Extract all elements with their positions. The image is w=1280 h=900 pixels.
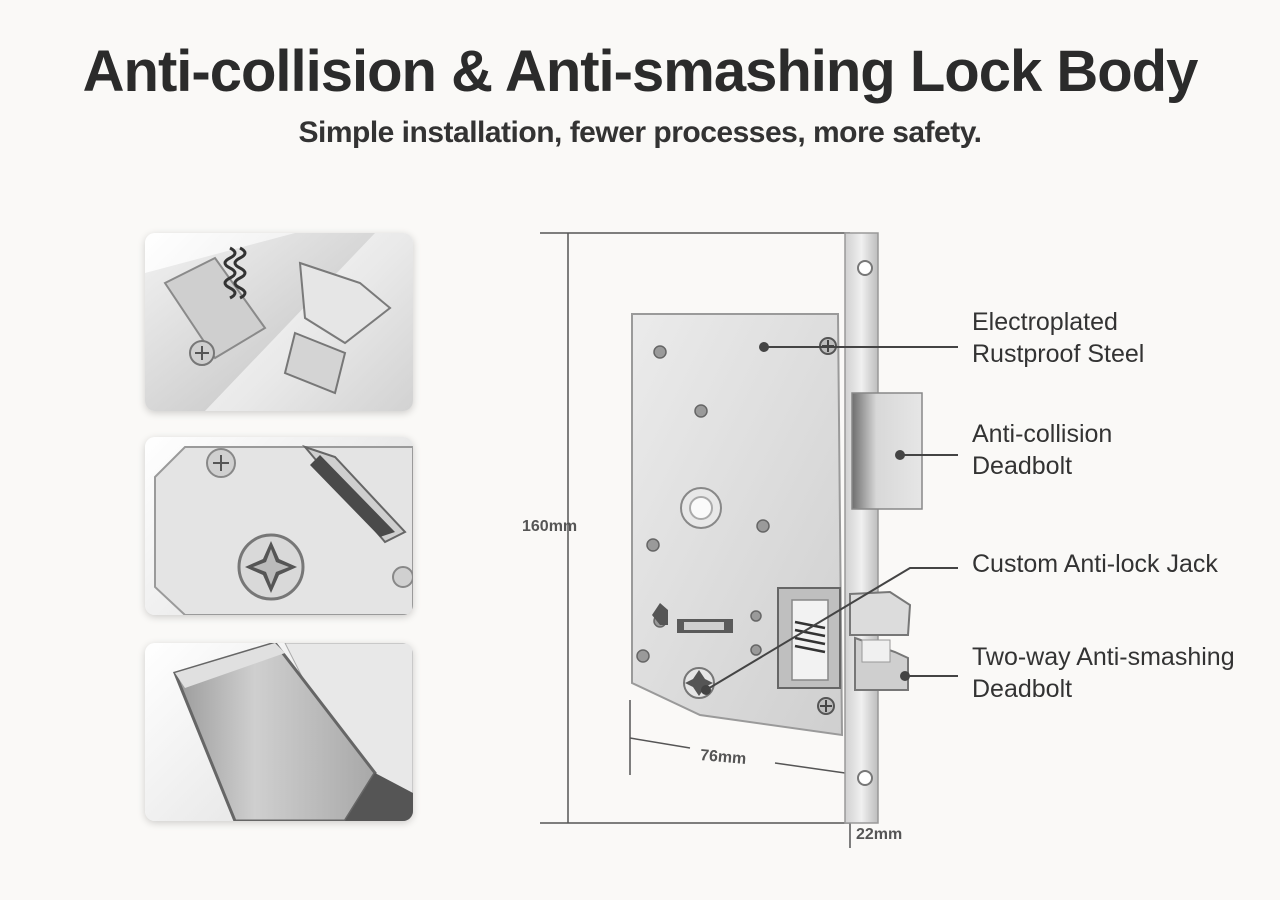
callout-anti-lock-jack: Custom Anti-lock Jack (972, 548, 1218, 580)
callout-electroplated-steel: Electroplated Rustproof Steel (972, 306, 1144, 370)
dimension-faceplate-label: 22mm (856, 826, 903, 843)
callout-line: Custom Anti-lock Jack (972, 550, 1218, 578)
callout-anti-collision-deadbolt: Anti-collision Deadbolt (972, 418, 1112, 482)
dimension-lines (540, 232, 851, 848)
thumbnail-deadbolt (145, 643, 413, 821)
callout-line: Electroplated (972, 308, 1118, 336)
faceplate-screw-hole (857, 770, 873, 786)
latch-spring (794, 620, 826, 654)
thumbnail-spindle-hub (145, 437, 413, 615)
thumbnail-spring-latch (145, 233, 413, 411)
anti-collision-deadbolt (851, 392, 923, 510)
leader-lines (705, 346, 958, 691)
faceplate-screw-hole (857, 260, 873, 276)
dimension-height-label: 160mm (522, 518, 578, 535)
callout-line: Two-way Anti-smashing (972, 643, 1235, 671)
callout-line: Rustproof Steel (972, 340, 1145, 368)
faceplate (844, 232, 879, 824)
leader-dots (701, 342, 910, 695)
spring-latch-closeup-icon (145, 233, 392, 411)
callout-two-way-deadbolt: Two-way Anti-smashing Deadbolt (972, 641, 1235, 705)
callout-line: Deadbolt (972, 452, 1073, 480)
page-title: Anti-collision & Anti-smashing Lock Body (82, 39, 1199, 104)
page-subtitle: Simple installation, fewer processes, mo… (298, 116, 982, 149)
callout-line: Deadbolt (972, 675, 1073, 703)
two-way-latch-upper (849, 590, 912, 636)
deadbolt-closeup-icon (172, 643, 413, 821)
callout-line: Anti-collision (972, 420, 1113, 448)
spindle-hub-closeup-icon (154, 444, 413, 615)
